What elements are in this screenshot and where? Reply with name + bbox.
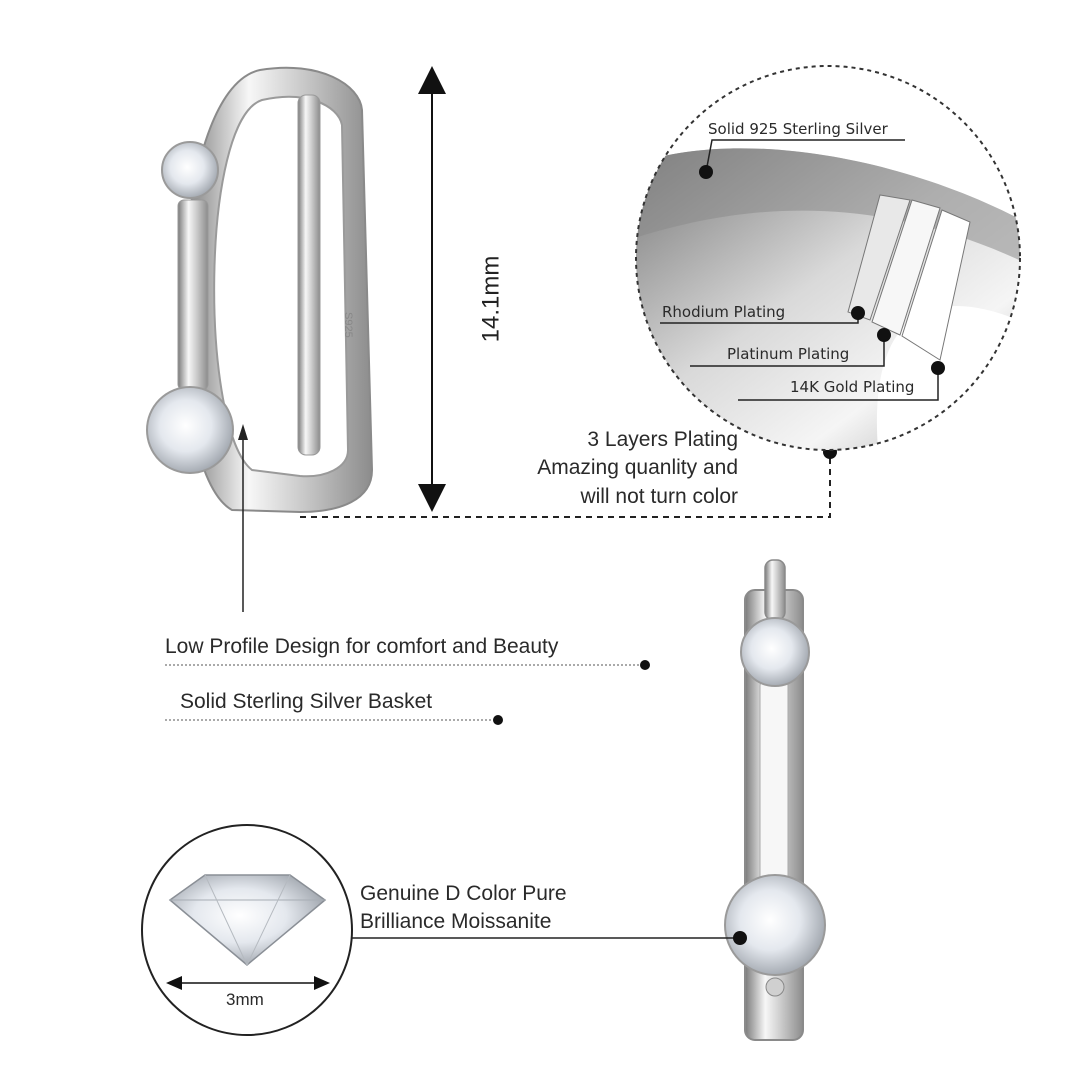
height-label: 14.1mm (477, 255, 505, 343)
arrow-up-icon (238, 424, 248, 440)
plating-summary-line-2: Amazing quanlity and (537, 456, 738, 479)
stone-line-1: Genuine D Color Pure (360, 882, 567, 905)
feature-low-profile: Low Profile Design for comfort and Beaut… (165, 635, 559, 658)
plating-zoom-circle (635, 65, 1021, 451)
gem-large-icon (146, 386, 234, 474)
base-material-label: Solid 925 Sterling Silver (708, 120, 888, 138)
dot-marker-icon (699, 165, 713, 179)
stone-size-label: 3mm (226, 990, 264, 1009)
stone-circle (141, 824, 353, 1036)
hoop-earring-front (724, 559, 826, 1041)
gem-large-icon (724, 874, 826, 976)
rhodium-label: Rhodium Plating (662, 303, 786, 321)
feature-basket: Solid Sterling Silver Basket (180, 690, 433, 713)
arrow-left-icon (166, 976, 182, 990)
arrow-right-icon (314, 976, 330, 990)
dot-marker-icon (640, 660, 650, 670)
hoop-earring-side (146, 66, 374, 514)
dot-marker-icon (931, 361, 945, 375)
dot-marker-icon (733, 931, 747, 945)
arrow-up-icon (418, 66, 446, 94)
stone-line-2: Brilliance Moissanite (360, 910, 552, 933)
gold-label: 14K Gold Plating (790, 378, 915, 396)
dot-marker-icon (851, 306, 865, 320)
dot-marker-icon (493, 715, 503, 725)
moissanite-gem-icon (168, 874, 327, 966)
gem-small-icon (740, 617, 810, 687)
stamp-text: S925 (342, 312, 354, 338)
plating-summary-line-3: will not turn color (580, 485, 738, 508)
dot-marker-icon (877, 328, 891, 342)
arrow-down-icon (418, 484, 446, 512)
gem-small-icon (161, 141, 219, 199)
plating-summary-line-1: 3 Layers Plating (587, 428, 738, 451)
height-dimension (418, 66, 446, 512)
platinum-label: Platinum Plating (727, 345, 850, 363)
